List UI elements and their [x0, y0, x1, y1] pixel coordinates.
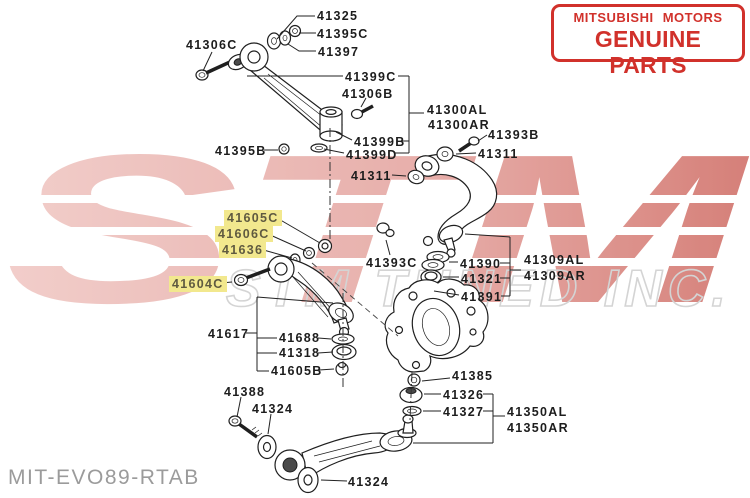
part-label-41391-21: 41391	[461, 290, 503, 304]
part-label-41300al-6: 41300AL	[427, 103, 488, 117]
part-label-41617-24: 41617	[208, 327, 250, 341]
part-label-41311-9: 41311	[478, 147, 519, 161]
part-label-41395c-1: 41395C	[317, 27, 369, 41]
part-label-41300ar-7: 41300AR	[428, 118, 490, 132]
part-label-41321-20: 41321	[461, 272, 503, 286]
genuine-parts-logo: MITSUBISHI MOTORS GENUINE PARTS	[551, 4, 745, 78]
part-label-41388-33: 41388	[224, 385, 266, 399]
part-label-41309al-22: 41309AL	[524, 253, 585, 267]
part-label-41350al-31: 41350AL	[507, 405, 568, 419]
logo-genuine-text: GENUINE PARTS	[594, 26, 702, 78]
part-label-41399c-4: 41399C	[345, 70, 397, 84]
part-label-41393b-8: 41393B	[488, 128, 540, 142]
part-label-41311-12: 41311	[351, 169, 392, 183]
part-label-41385-28: 41385	[452, 369, 494, 383]
part-label-41605b-27: 41605B	[271, 364, 323, 378]
part-label-41350ar-32: 41350AR	[507, 421, 569, 435]
part-label-41395b-13: 41395B	[215, 144, 267, 158]
part-label-41606c-15: 41606C	[215, 226, 273, 242]
part-label-41390-19: 41390	[460, 257, 502, 271]
part-label-41636-16: 41636	[219, 242, 267, 258]
part-label-41604c-17: 41604C	[169, 276, 227, 292]
diagram-reference-code: MIT-EVO89-RTAB	[8, 466, 200, 489]
part-label-41325-0: 41325	[317, 9, 359, 23]
part-label-41397-2: 41397	[318, 45, 360, 59]
part-label-41318-26: 41318	[279, 346, 321, 360]
part-label-41688-25: 41688	[279, 331, 321, 345]
part-label-41399b-10: 41399B	[354, 135, 406, 149]
part-label-41327-30: 41327	[443, 405, 485, 419]
logo-brand-text: MITSUBISHI MOTORS	[573, 10, 723, 25]
part-label-41306c-3: 41306C	[186, 38, 238, 52]
part-label-41393c-18: 41393C	[366, 256, 418, 270]
part-label-41309ar-23: 41309AR	[524, 269, 586, 283]
part-label-41399d-11: 41399D	[346, 148, 398, 162]
part-label-41605c-14: 41605C	[224, 210, 282, 226]
part-label-41324-34: 41324	[252, 402, 294, 416]
part-label-41306b-5: 41306B	[342, 87, 394, 101]
part-label-41324-35: 41324	[348, 475, 390, 489]
part-label-41326-29: 41326	[443, 388, 485, 402]
